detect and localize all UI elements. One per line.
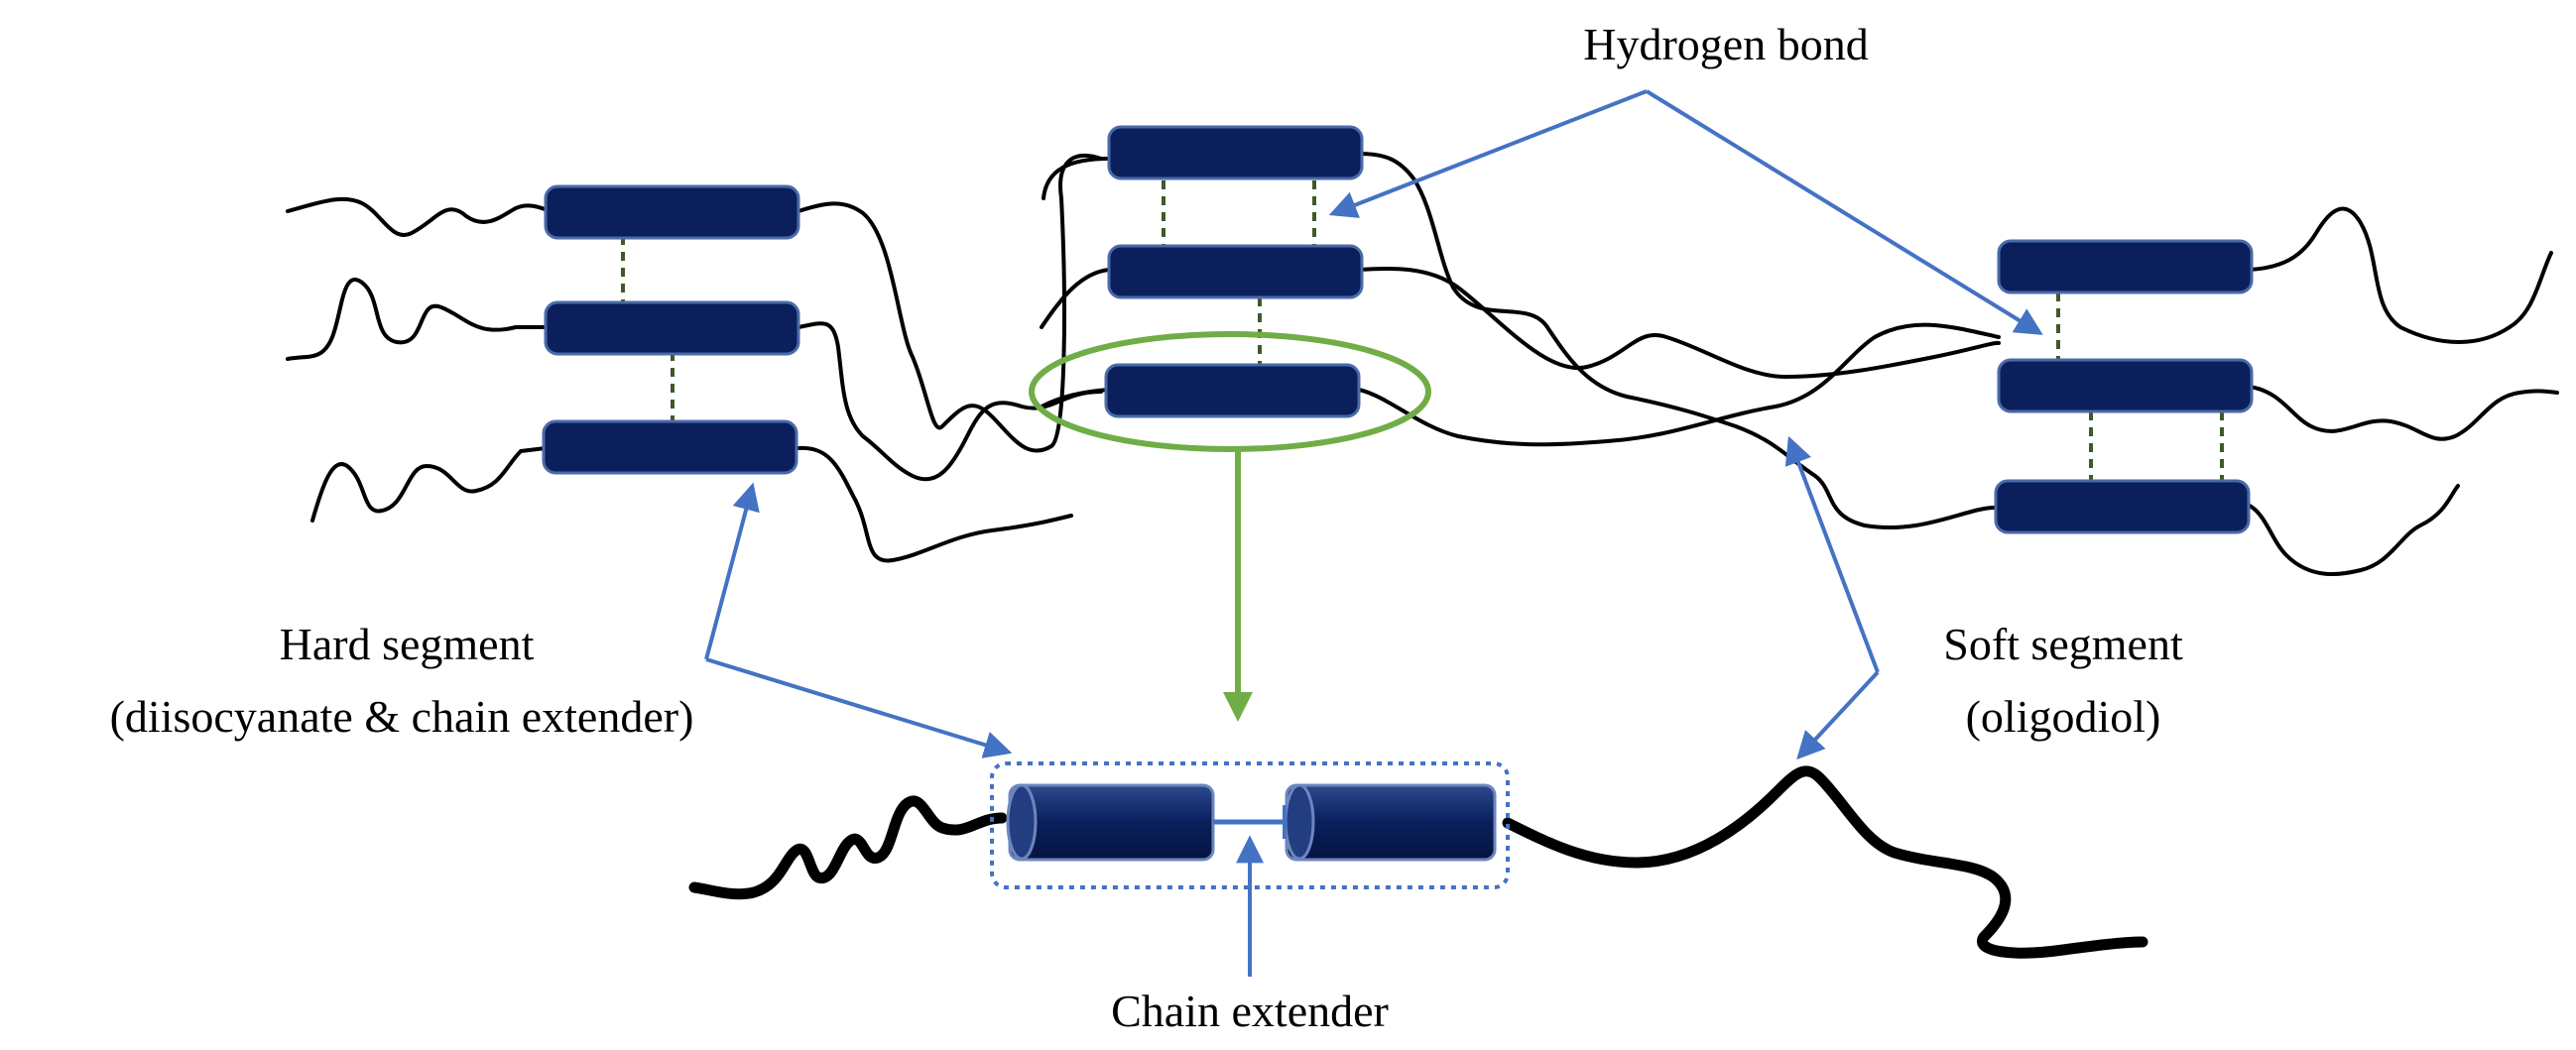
hard-segment-block bbox=[542, 419, 798, 475]
hard-segment-blocks bbox=[542, 125, 2254, 534]
hard-segment-block bbox=[1107, 244, 1364, 299]
soft-segment-chain-bold-right bbox=[1502, 765, 2148, 959]
repeat-unit-box bbox=[990, 761, 1510, 889]
chain-left-bottom bbox=[310, 445, 1073, 563]
hard-segment-block bbox=[1997, 239, 2254, 294]
chain-right-top bbox=[2248, 206, 2553, 344]
label-soft-segment-line2: (oligodiol) bbox=[1966, 691, 2161, 742]
hard-segment-block bbox=[1994, 479, 2251, 534]
chain-right-bottom bbox=[2248, 484, 2460, 577]
hard-segment-cylinder-right bbox=[1284, 783, 1497, 862]
hard-segment-block bbox=[1104, 363, 1361, 418]
hard-segment-block bbox=[544, 184, 800, 240]
hard-segment-block bbox=[1997, 358, 2254, 413]
hbond-arrow-right bbox=[1645, 89, 2043, 335]
soft-segment-arrow-up bbox=[1784, 435, 1880, 673]
label-hard-segment-line2: (diisocyanate & chain extender) bbox=[110, 691, 694, 742]
repeat-unit-detail bbox=[688, 761, 2148, 959]
hard-segment-cylinder-left bbox=[1006, 783, 1215, 862]
chain-middle-top bbox=[1042, 152, 2001, 530]
label-chain-extender: Chain extender bbox=[1111, 986, 1389, 1036]
chain-left-middle bbox=[286, 278, 1103, 482]
chain-extender-highlight bbox=[1029, 331, 1431, 722]
soft-segment-chains bbox=[286, 152, 2559, 577]
annotation-arrows bbox=[704, 89, 2043, 977]
soft-segment-chain-bold-left bbox=[688, 795, 1008, 900]
chain-right-middle bbox=[2248, 385, 2559, 441]
hydrogen-bonds bbox=[621, 180, 2224, 481]
hbond-arrow-left bbox=[1328, 89, 1648, 218]
hard-segment-arrow-down bbox=[705, 657, 1013, 758]
hard-segment-arrow-up bbox=[704, 482, 760, 660]
chain-left-top bbox=[286, 153, 1103, 453]
soft-segment-arrow-down bbox=[1796, 670, 1880, 760]
highlight-ellipse bbox=[1029, 331, 1431, 452]
label-soft-segment-line1: Soft segment bbox=[1943, 619, 2183, 669]
hard-segment-block bbox=[544, 300, 800, 356]
label-hydrogen-bond: Hydrogen bond bbox=[1583, 19, 1868, 69]
labels: Hydrogen bond Hard segment (diisocyanate… bbox=[110, 19, 2183, 1036]
chain-middle-middle bbox=[1040, 266, 2001, 379]
chain-middle-bottom bbox=[1040, 322, 2001, 447]
hard-segment-block bbox=[1107, 125, 1364, 180]
label-hard-segment-line1: Hard segment bbox=[280, 619, 535, 669]
